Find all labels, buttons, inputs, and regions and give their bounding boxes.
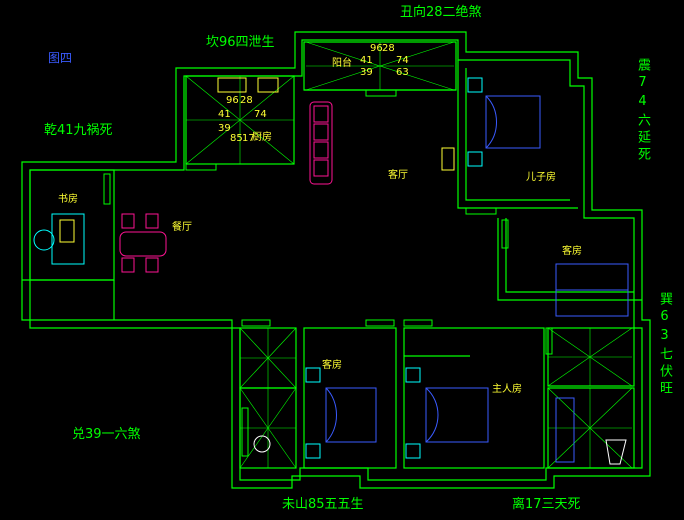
bagua-lines — [185, 41, 633, 469]
direction-top: 丑向28二绝煞 — [400, 5, 482, 20]
room-dining: 餐厅 — [172, 222, 192, 233]
bagua-number: 39 — [218, 123, 231, 134]
direction-right-top: 震74六延死 — [635, 58, 650, 164]
direction-bottom-mid: 未山85五五生 — [282, 497, 364, 512]
bagua-number: 74 — [396, 55, 409, 66]
bagua-number: 63 — [396, 67, 409, 78]
bagua-number: 96 — [226, 95, 239, 106]
room-guest-right: 客房 — [562, 246, 582, 257]
direction-bottom-left: 兑39一六煞 — [72, 427, 141, 442]
bagua-number: 41 — [360, 55, 373, 66]
windows — [103, 89, 553, 457]
room-study: 书房 — [58, 194, 78, 205]
room-living: 客厅 — [388, 170, 408, 181]
direction-top-left: 坎96四泄生 — [206, 35, 275, 50]
bagua-number: 96 — [370, 43, 383, 54]
room-master: 主人房 — [492, 384, 522, 395]
direction-right-mid: 巽63七伏旺 — [657, 292, 672, 398]
bagua-number: 74 — [254, 109, 267, 120]
direction-bottom-right: 离17三天死 — [512, 497, 581, 512]
bagua-number: 28 — [240, 95, 253, 106]
room-guest-bottom: 客房 — [322, 360, 342, 371]
room-son: 儿子房 — [526, 172, 556, 183]
direction-left: 乾41九祸死 — [44, 123, 113, 138]
bagua-number: 28 — [382, 43, 395, 54]
room-kitchen: 厨房 — [252, 132, 272, 143]
bagua-number: 39 — [360, 67, 373, 78]
diagram-label: 图四 — [48, 51, 73, 65]
furniture — [33, 77, 629, 465]
bagua-number: 41 — [218, 109, 231, 120]
bagua-number: 85 — [230, 133, 243, 144]
bagua-number: 17 — [242, 133, 255, 144]
room-balcony: 阳台 — [332, 58, 352, 69]
